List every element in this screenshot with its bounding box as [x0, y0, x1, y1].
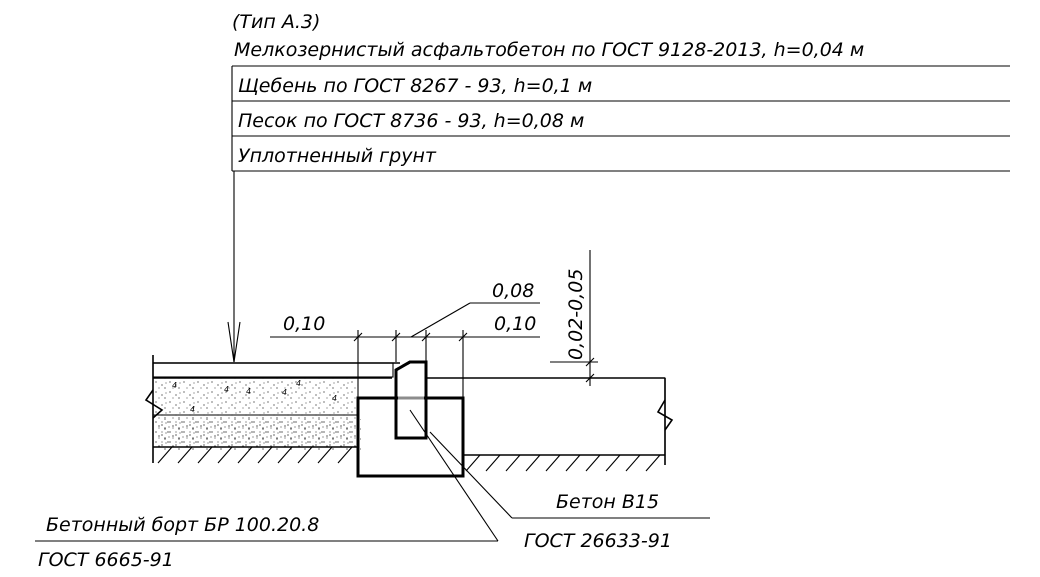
svg-text:4: 4 — [282, 388, 287, 397]
curb-standard-label: ГОСТ 6665-91 — [38, 549, 174, 571]
svg-text:4: 4 — [224, 385, 229, 394]
svg-text:4: 4 — [172, 381, 177, 390]
concrete-callout: Бетон В15 ГОСТ 26633-91 — [429, 431, 710, 552]
svg-text:4: 4 — [190, 405, 195, 414]
leader-arrow-icon — [227, 321, 241, 363]
dim-right-offset: 0,10 — [494, 313, 536, 335]
curb-name-label: Бетонный борт БР 100.20.8 — [46, 514, 319, 536]
dimension-lines: 0,10 0,10 0,08 0,02-0,05 — [270, 250, 598, 398]
layer-crushed-stone-label: Щебень по ГОСТ 8267 - 93, h=0,1 м — [238, 75, 592, 97]
layer-table: Мелкозернистый асфальтобетон по ГОСТ 912… — [227, 39, 1010, 363]
dim-curb-top: 0,08 — [492, 280, 534, 302]
layer-asphalt-label: Мелкозернистый асфальтобетон по ГОСТ 912… — [234, 39, 864, 61]
lawn-section — [425, 377, 674, 472]
curb-callout: Бетонный борт БР 100.20.8 ГОСТ 6665-91 — [35, 409, 499, 571]
dim-curb-height: 0,02-0,05 — [565, 269, 587, 360]
svg-text:4: 4 — [332, 394, 337, 403]
svg-text:4: 4 — [296, 379, 301, 388]
concrete-name-label: Бетон В15 — [556, 491, 659, 513]
layer-soil-label: Уплотненный грунт — [238, 145, 437, 167]
concrete-standard-label: ГОСТ 26633-91 — [524, 530, 672, 552]
layer-sand-label: Песок по ГОСТ 8736 - 93, h=0,08 м — [238, 110, 584, 132]
svg-text:4: 4 — [246, 387, 251, 396]
dim-left-offset: 0,10 — [283, 313, 325, 335]
type-label: (Тип А.3) — [232, 11, 320, 33]
